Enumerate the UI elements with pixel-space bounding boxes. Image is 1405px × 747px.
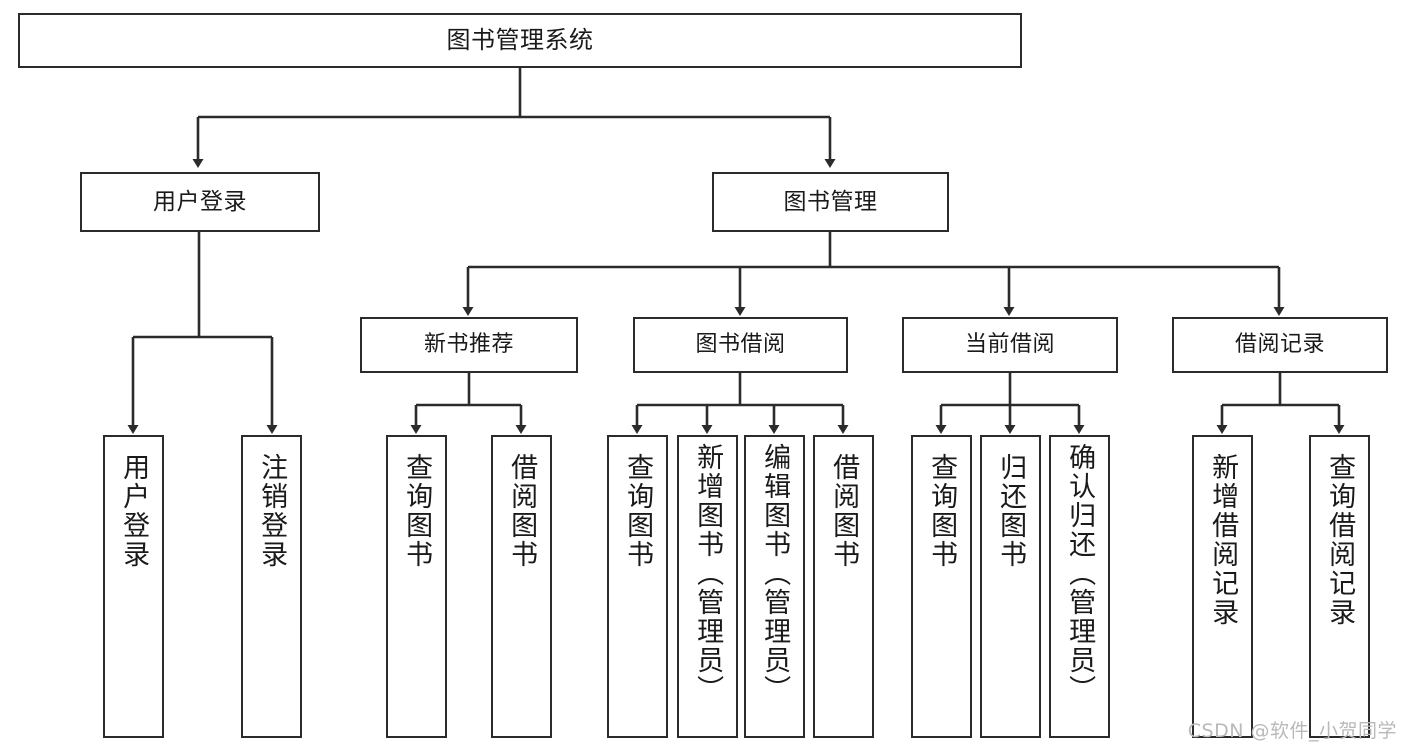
node-label: 注销登录	[256, 453, 288, 569]
node-leaf-edit-book[interactable]: 编辑图书（管理员）	[744, 435, 805, 738]
node-label: 新书推荐	[423, 332, 514, 358]
node-leaf-borrow-book-1[interactable]: 借阅图书	[491, 435, 552, 738]
node-label: 查询借阅记录	[1324, 453, 1356, 627]
node-book-management[interactable]: 图书管理	[712, 172, 949, 232]
node-label: 借阅记录	[1234, 332, 1325, 358]
node-leaf-add-book[interactable]: 新增图书（管理员）	[677, 435, 738, 738]
node-label: 借阅图书	[506, 453, 538, 569]
node-label: 查询图书	[622, 453, 654, 569]
node-current-borrow[interactable]: 当前借阅	[902, 317, 1118, 373]
node-new-book-recommend[interactable]: 新书推荐	[360, 317, 578, 373]
node-label: 借阅图书	[828, 453, 860, 569]
node-leaf-query-book-1[interactable]: 查询图书	[386, 435, 447, 738]
node-user-login[interactable]: 用户登录	[80, 172, 320, 232]
node-label: 查询图书	[926, 453, 958, 569]
node-leaf-user-login[interactable]: 用户登录	[103, 435, 164, 738]
node-book-borrow[interactable]: 图书借阅	[633, 317, 848, 373]
node-label: 图书借阅	[695, 332, 786, 358]
node-label: 图书管理系统	[446, 25, 594, 54]
node-leaf-logout-login[interactable]: 注销登录	[241, 435, 302, 738]
node-leaf-query-book-2[interactable]: 查询图书	[607, 435, 668, 738]
node-borrow-record[interactable]: 借阅记录	[1172, 317, 1388, 373]
csdn-watermark: CSDN @软件_小贺同学	[1187, 720, 1397, 742]
node-label: 当前借阅	[964, 332, 1055, 358]
node-leaf-confirm-return[interactable]: 确认归还（管理员）	[1049, 435, 1110, 738]
node-label: 新增借阅记录	[1207, 453, 1239, 627]
node-label: 用户登录	[153, 188, 247, 215]
node-label: 归还图书	[995, 453, 1027, 569]
node-root-system[interactable]: 图书管理系统	[18, 13, 1022, 68]
node-label: 新增图书（管理员）	[692, 443, 724, 704]
node-leaf-borrow-book-2[interactable]: 借阅图书	[813, 435, 874, 738]
node-leaf-add-borrow-record[interactable]: 新增借阅记录	[1192, 435, 1253, 738]
node-leaf-query-book-3[interactable]: 查询图书	[911, 435, 972, 738]
node-label: 查询图书	[401, 453, 433, 569]
node-label: 编辑图书（管理员）	[759, 443, 791, 704]
node-label: 用户登录	[118, 453, 150, 569]
node-label: 确认归还（管理员）	[1064, 443, 1096, 704]
node-label: 图书管理	[783, 188, 878, 215]
node-leaf-return-book[interactable]: 归还图书	[980, 435, 1041, 738]
node-leaf-query-borrow-record[interactable]: 查询借阅记录	[1309, 435, 1370, 738]
